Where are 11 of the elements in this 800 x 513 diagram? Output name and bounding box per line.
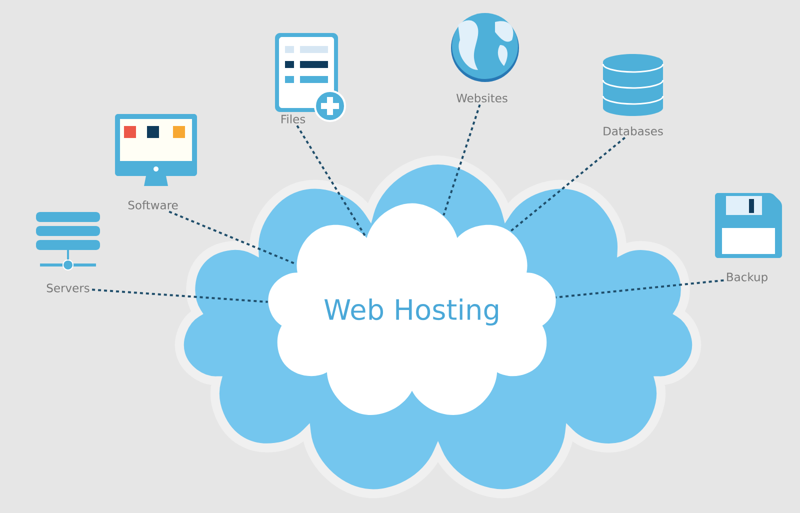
icon-label: Servers (46, 284, 90, 292)
icon-label: Files (282, 114, 306, 124)
connector-line (442, 104, 481, 216)
icon-label: Databases (604, 126, 663, 136)
icon-label: Websites (456, 94, 508, 102)
connector-line (92, 288, 268, 303)
icon-label: Backup (727, 272, 768, 284)
connector-line (556, 279, 724, 298)
connector-line (510, 136, 626, 232)
icon-label: Software (128, 200, 178, 210)
connector-line (168, 210, 297, 266)
